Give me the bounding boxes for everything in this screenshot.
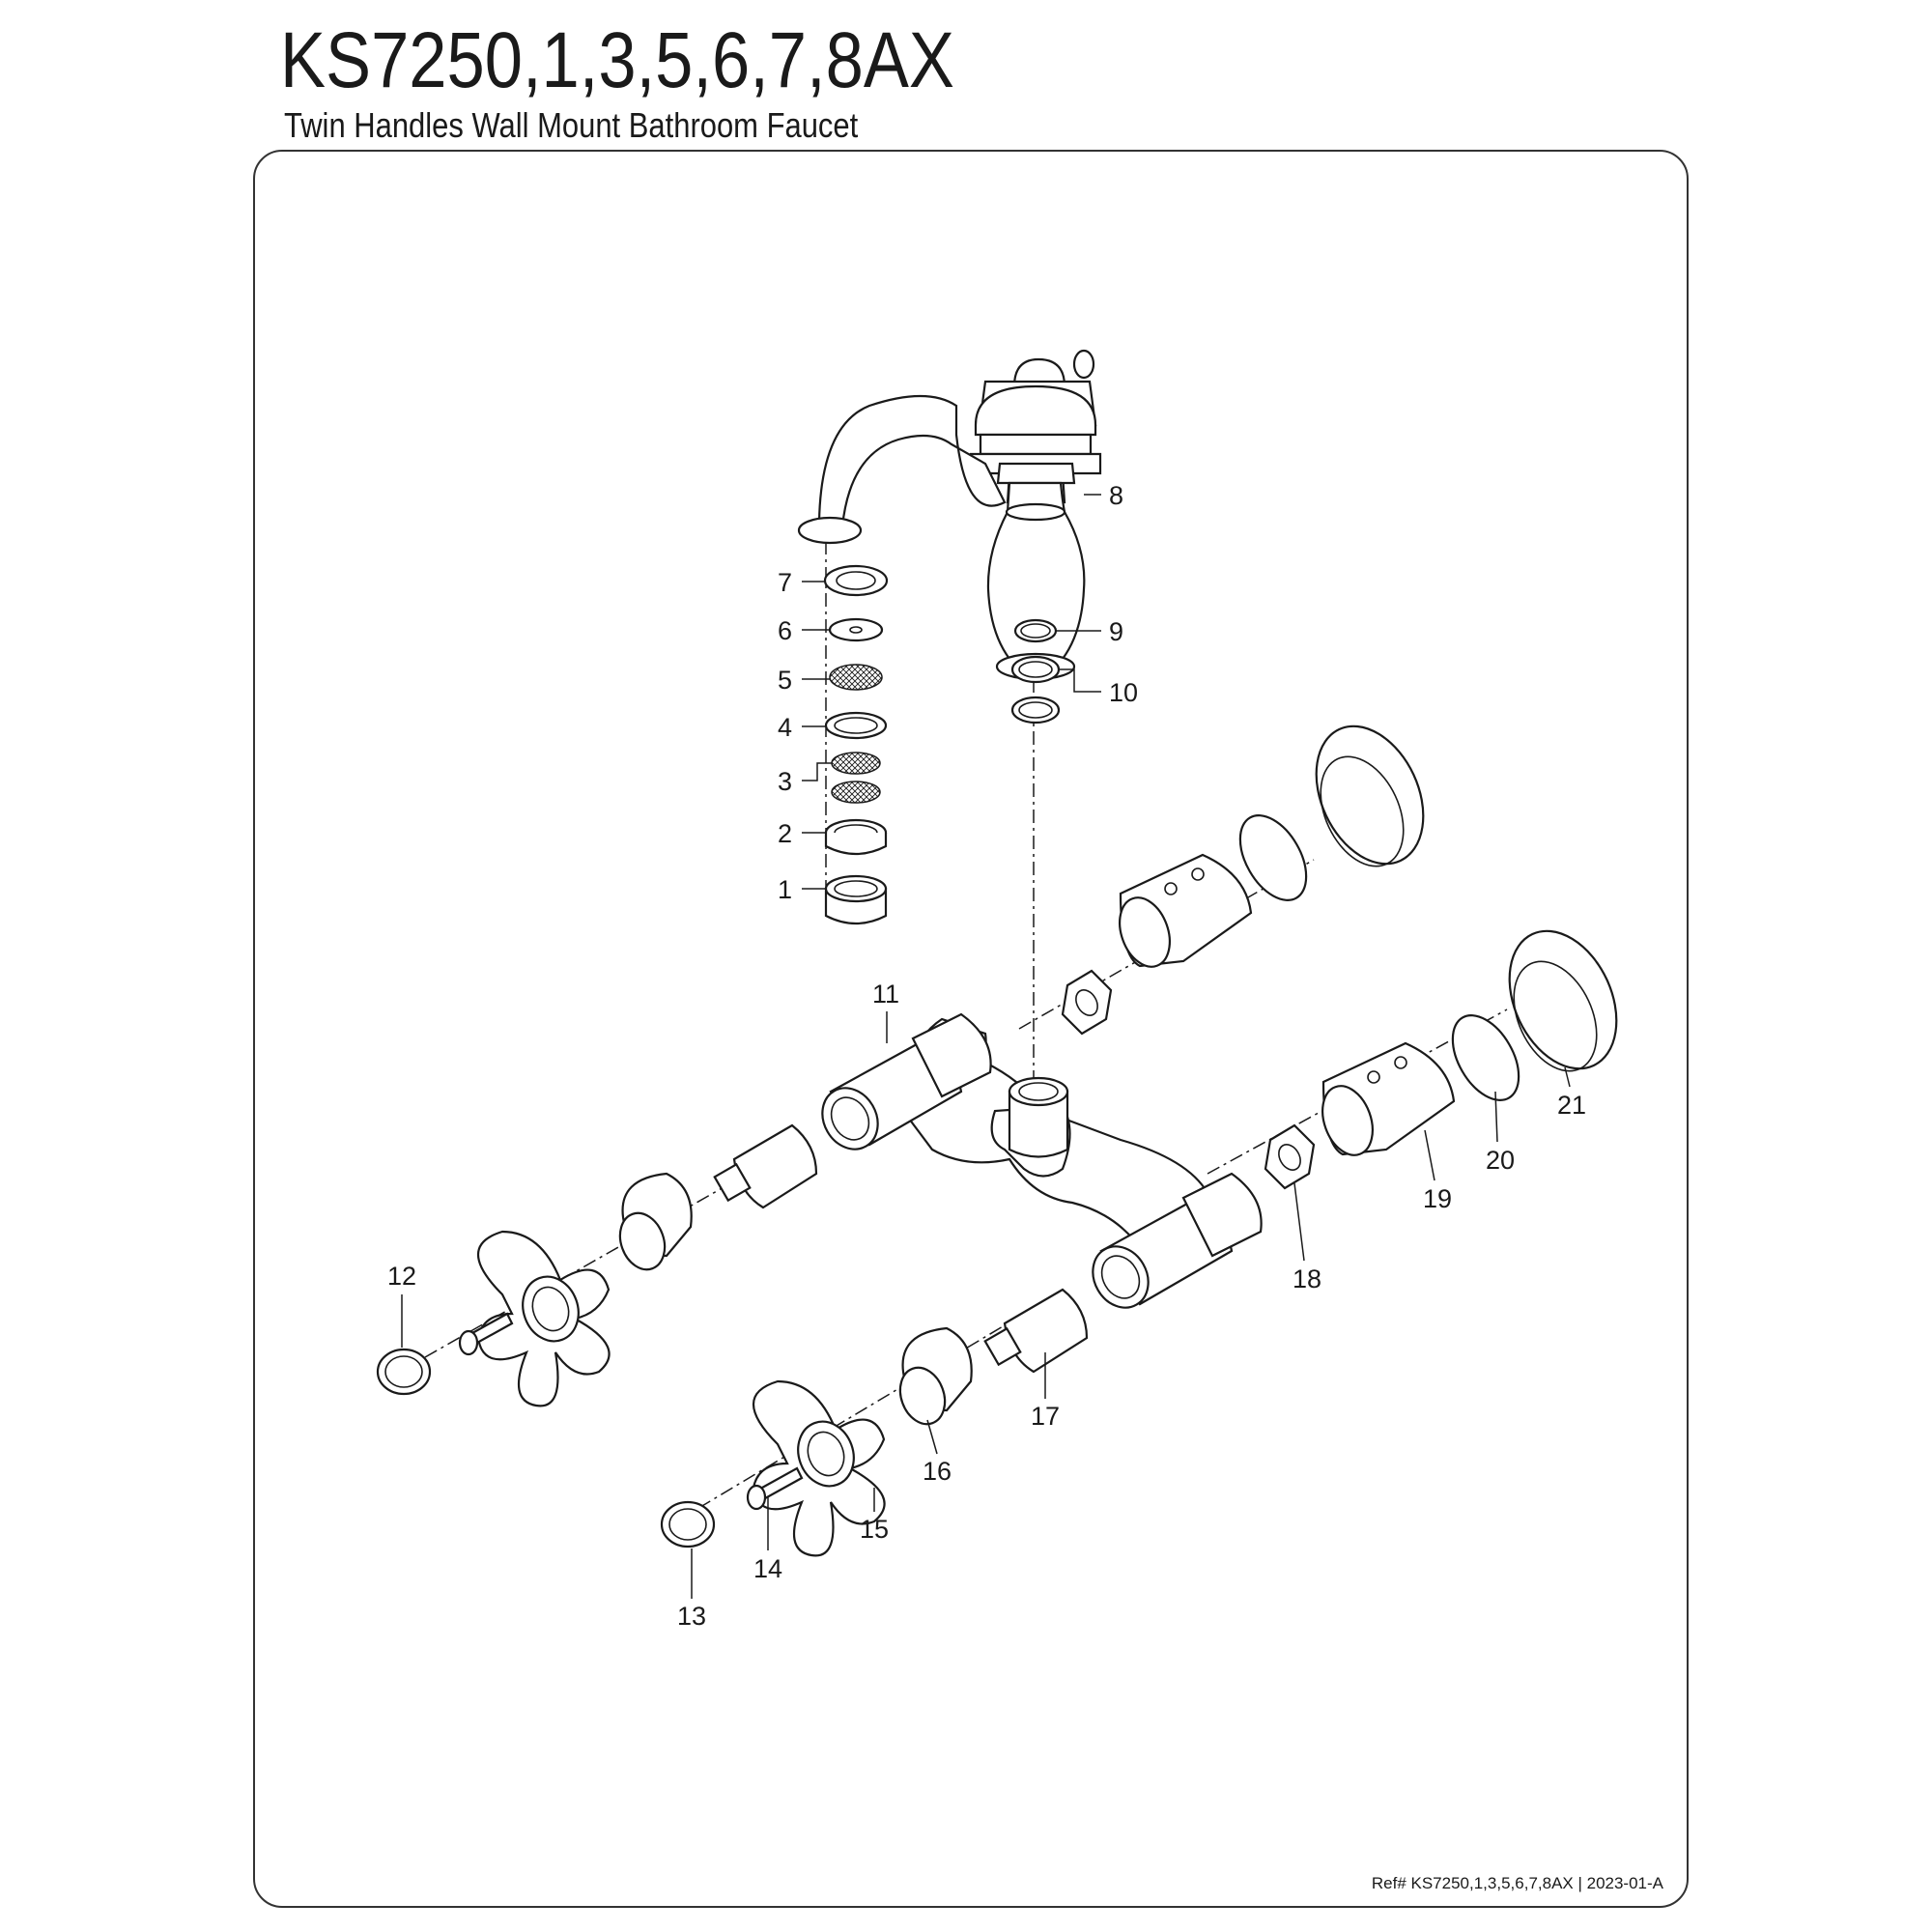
callout-21: 21: [1557, 1091, 1586, 1120]
diagram-frame: [253, 150, 1689, 1908]
callout-4: 4: [778, 713, 792, 742]
leader-lines: [401, 494, 1571, 1599]
callout-17: 17: [1031, 1402, 1060, 1431]
valve-body: [821, 1012, 1263, 1309]
callout-18: 18: [1293, 1264, 1321, 1293]
callout-8: 8: [1109, 481, 1123, 510]
callout-9: 9: [1109, 617, 1123, 646]
spout-body: [797, 349, 1102, 681]
callout-1: 1: [778, 875, 792, 904]
callout-14: 14: [753, 1554, 782, 1583]
callout-13: 13: [677, 1602, 706, 1631]
callout-3: 3: [778, 767, 792, 796]
callout-12: 12: [387, 1262, 416, 1291]
callout-numbers: 1 2 3 4 5 6 7 8 9 10 11 12 13 14 15 16 1…: [387, 481, 1586, 1631]
callout-7: 7: [778, 568, 792, 597]
reference-number: Ref# KS7250,1,3,5,6,7,8AX | 2023-01-A: [1371, 1874, 1663, 1892]
spout-o-rings: [1010, 618, 1061, 724]
callout-20: 20: [1486, 1146, 1515, 1175]
page-subtitle: Twin Handles Wall Mount Bathroom Faucet: [284, 105, 859, 145]
callout-15: 15: [860, 1515, 889, 1544]
callout-6: 6: [778, 616, 792, 645]
callout-2: 2: [778, 819, 792, 848]
upper-handle-assembly: [376, 1123, 818, 1407]
page-title: KS7250,1,3,5,6,7,8AX: [280, 16, 954, 104]
callout-5: 5: [778, 666, 792, 695]
aerator-stack: [823, 564, 889, 925]
callout-19: 19: [1423, 1184, 1452, 1213]
lower-wall-connector: [1264, 929, 1618, 1190]
lower-handle-assembly: [660, 1288, 1089, 1557]
upper-wall-connector: [1061, 724, 1425, 1036]
callout-10: 10: [1109, 678, 1138, 707]
callout-11: 11: [872, 980, 899, 1009]
callout-16: 16: [923, 1457, 952, 1486]
